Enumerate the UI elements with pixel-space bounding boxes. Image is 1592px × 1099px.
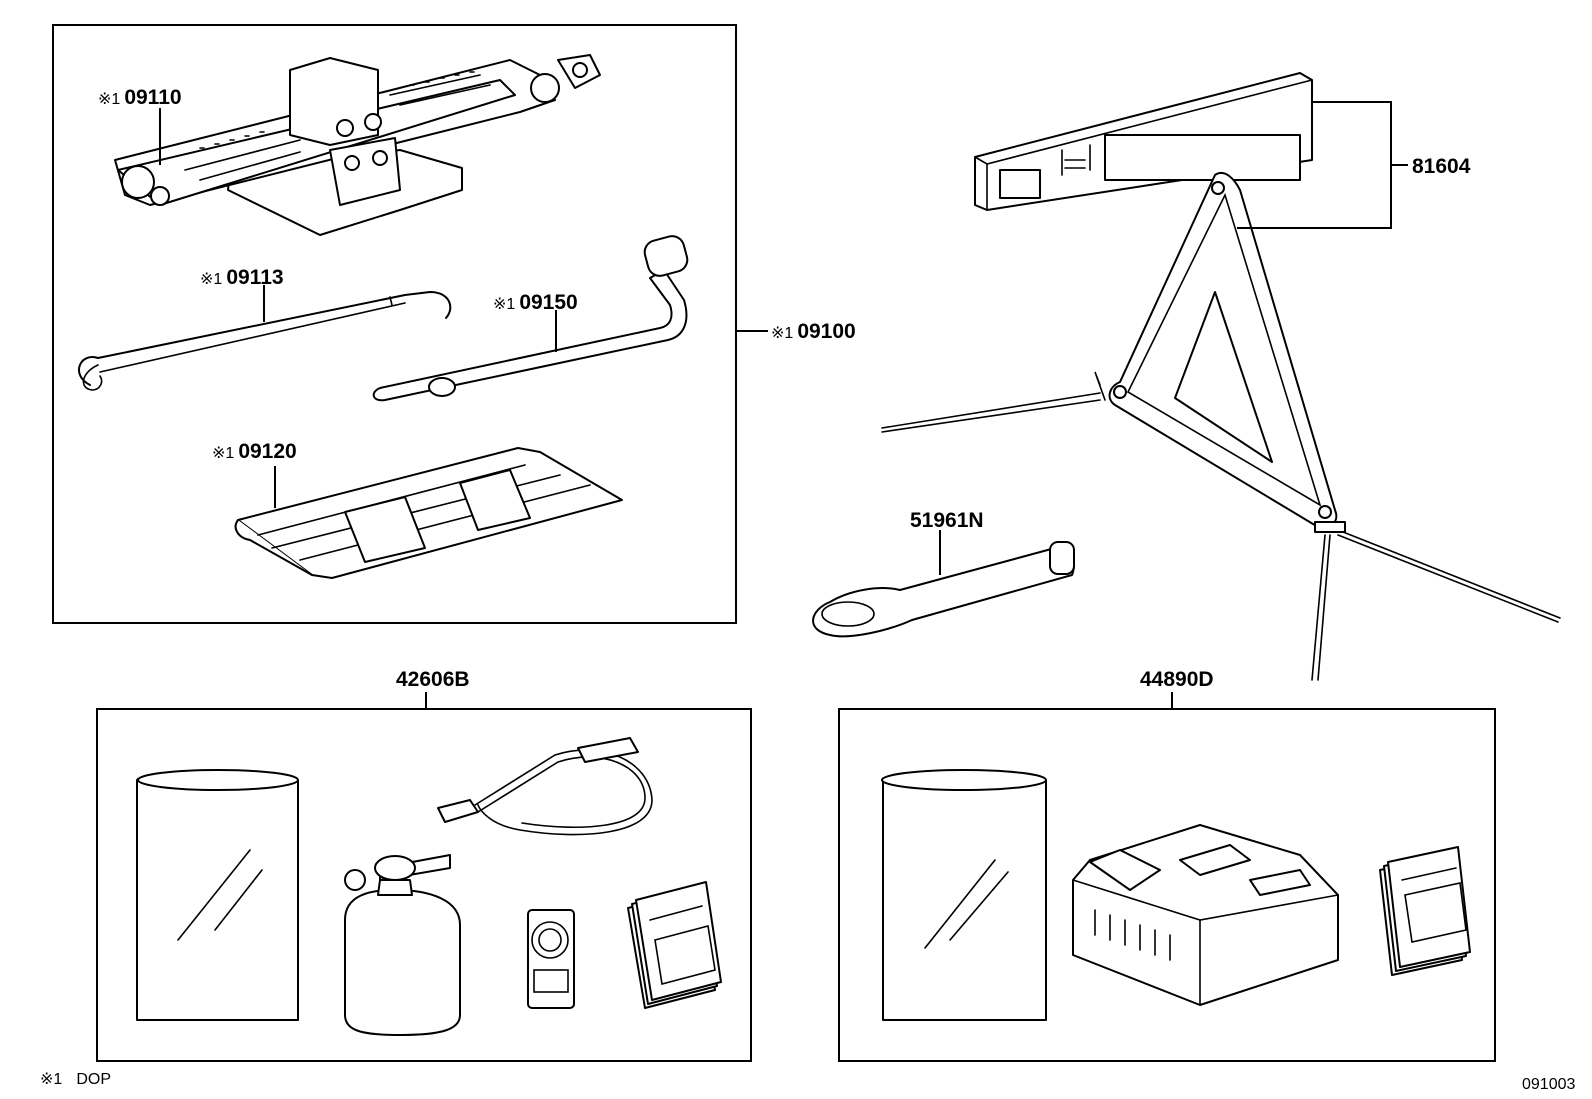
callout-wrench-code: 09150 xyxy=(519,291,577,314)
callout-tool-bag-mark: ※1 xyxy=(212,445,234,462)
tool-bag-drawing xyxy=(234,447,623,579)
tool-set-frame xyxy=(52,24,737,624)
footnote-mark: ※1 xyxy=(40,1071,62,1088)
sealant-bag-b-drawing xyxy=(881,769,1047,1021)
inflation-hose-drawing xyxy=(437,737,653,836)
air-compressor-drawing xyxy=(1072,824,1339,1006)
callout-tool-set-mark: ※1 xyxy=(771,325,793,342)
towing-eye-drawing xyxy=(812,541,1075,638)
callout-wrench-mark: ※1 xyxy=(493,296,515,313)
callout-jack-code: 09110 xyxy=(124,86,181,109)
repair-kit-a-frame xyxy=(96,708,752,1062)
footnote: ※1 DOP xyxy=(40,1071,111,1088)
callout-jack-handle-code: 09113 xyxy=(226,266,283,289)
callout-warning-triangle: 81604 xyxy=(1412,155,1471,178)
callout-jack-handle-mark: ※1 xyxy=(200,271,222,288)
warning-triangle-drawing xyxy=(881,72,1561,681)
callout-jack-mark: ※1 xyxy=(98,91,120,108)
callout-tool-set-code: 09100 xyxy=(797,320,855,343)
manual-b-drawing xyxy=(1379,846,1471,976)
callout-repair-kit-b: 44890D xyxy=(1140,668,1214,691)
lug-wrench-drawing xyxy=(372,235,689,402)
manual-a-drawing xyxy=(627,881,722,1009)
leader-lines xyxy=(159,101,1408,709)
jack-handle-drawing xyxy=(78,291,452,391)
scissor-jack-drawing xyxy=(114,54,601,236)
speed-sticker-drawing xyxy=(527,909,575,1009)
callout-repair-kit-a: 42606B xyxy=(396,668,470,691)
sealant-bottle-drawing xyxy=(344,854,461,1036)
diagram-id: 091003 xyxy=(1522,1076,1575,1093)
callout-tool-bag-code: 09120 xyxy=(238,440,296,463)
sealant-bag-a-drawing xyxy=(136,769,299,1021)
repair-kit-b-frame xyxy=(838,708,1496,1062)
footnote-text: DOP xyxy=(76,1071,111,1088)
callout-towing-eye: 51961N xyxy=(910,509,984,532)
